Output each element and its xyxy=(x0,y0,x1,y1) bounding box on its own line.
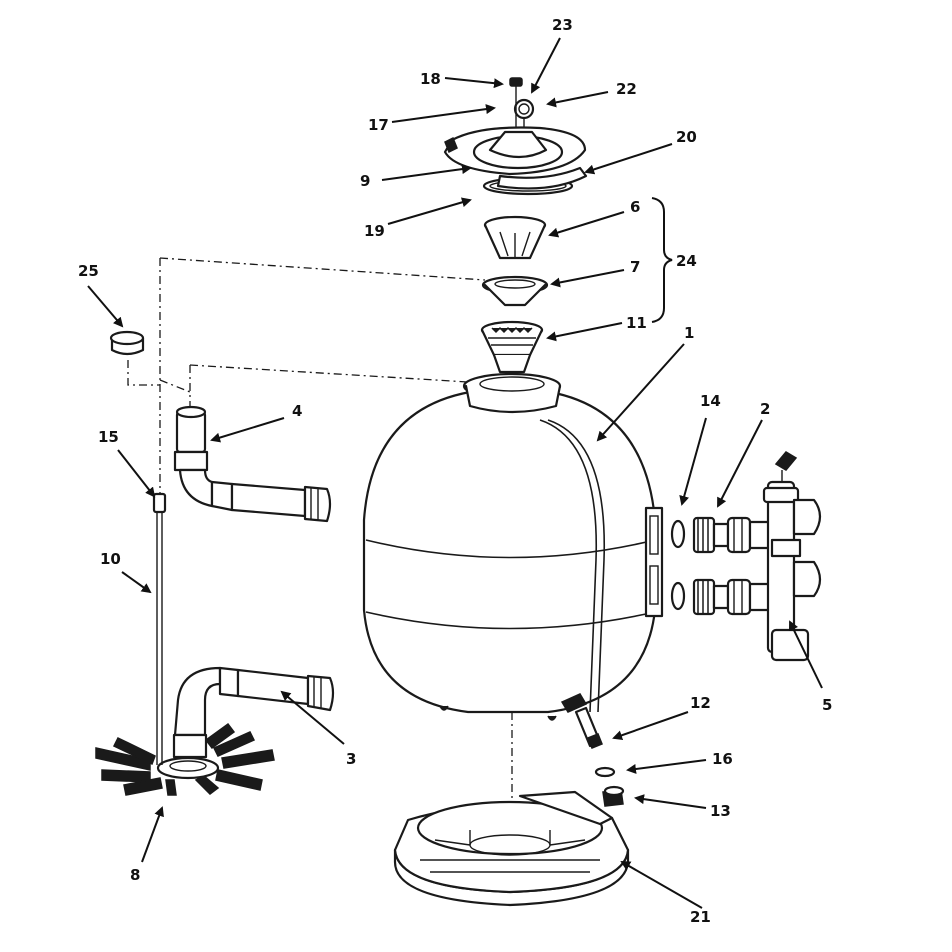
clamp-part-20 xyxy=(444,136,588,190)
callout-20: 20 xyxy=(676,128,697,146)
assembly-guide-lines xyxy=(127,257,513,840)
callout-7: 7 xyxy=(630,258,640,276)
callout-labels: 23 18 22 17 20 9 6 19 24 7 25 11 1 14 4 … xyxy=(78,16,832,926)
o-rings-part-14 xyxy=(670,519,686,611)
diffuser-part-11 xyxy=(480,320,544,374)
callout-15: 15 xyxy=(98,428,119,446)
callout-23: 23 xyxy=(552,16,573,34)
bleeder-part-18 xyxy=(509,77,523,128)
callout-11: 11 xyxy=(626,314,647,332)
callout-24: 24 xyxy=(676,252,697,270)
callout-22: 22 xyxy=(616,80,637,98)
callout-21: 21 xyxy=(690,908,711,926)
drain-cap-part-13 xyxy=(602,785,625,807)
callout-16: 16 xyxy=(712,750,733,768)
air-relief-part-15 xyxy=(152,492,167,514)
callout-19: 19 xyxy=(364,222,385,240)
tank-body-part-1 xyxy=(362,372,664,721)
callout-6: 6 xyxy=(630,198,640,216)
manifold-part-5 xyxy=(762,451,822,662)
drain-fitting-part-12 xyxy=(560,693,603,749)
valve-part-7 xyxy=(481,275,549,307)
callout-13: 13 xyxy=(710,802,731,820)
callout-14: 14 xyxy=(700,392,721,410)
lower-pipe-part-3 xyxy=(172,666,335,759)
air-relief-tube-part-10 xyxy=(156,512,163,765)
laterals-part-8 xyxy=(95,722,275,796)
callout-17: 17 xyxy=(368,116,389,134)
callout-1: 1 xyxy=(684,324,694,342)
callout-5: 5 xyxy=(822,696,832,714)
base-part-21 xyxy=(393,790,630,907)
callout-4: 4 xyxy=(292,402,302,420)
callout-12: 12 xyxy=(690,694,711,712)
upper-pipe-part-4 xyxy=(173,405,332,523)
unions-part-2 xyxy=(692,516,774,616)
callout-2: 2 xyxy=(760,400,770,418)
lid-part-9 xyxy=(443,126,587,176)
valve-part-6 xyxy=(483,215,547,260)
gauge-part-22 xyxy=(513,98,535,128)
callout-25: 25 xyxy=(78,262,99,280)
callout-9: 9 xyxy=(360,172,370,190)
drain-o-ring-part-16 xyxy=(594,766,616,778)
callout-8: 8 xyxy=(130,866,140,884)
leader-arrows xyxy=(87,37,823,909)
callout-10: 10 xyxy=(100,550,121,568)
group-bracket-24 xyxy=(651,197,673,323)
callout-3: 3 xyxy=(346,750,356,768)
cap-part-25 xyxy=(109,330,145,356)
callout-18: 18 xyxy=(420,70,441,88)
